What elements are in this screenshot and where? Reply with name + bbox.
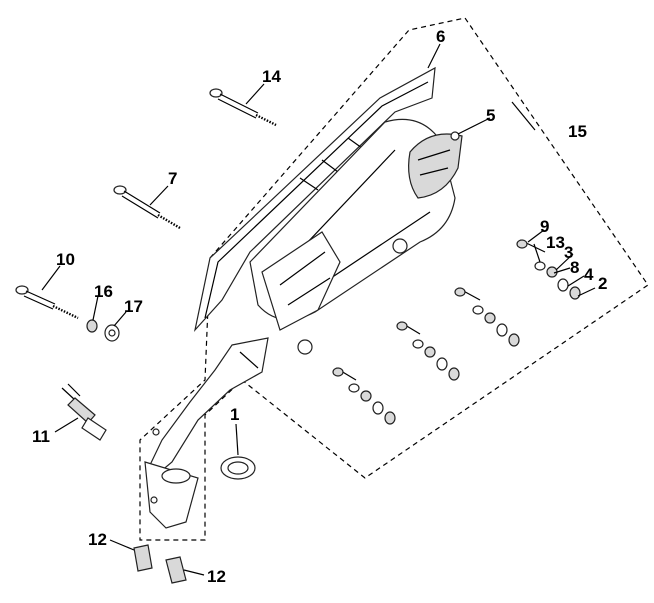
callout-17: 17: [124, 297, 143, 316]
side-guard: [261, 231, 341, 331]
fastener-set: [332, 239, 581, 425]
stud-12-upper: [133, 544, 153, 572]
callout-10: 10: [56, 250, 75, 269]
heat-shield: [193, 66, 436, 333]
callout-5: 5: [486, 106, 495, 125]
washer-17: [104, 324, 120, 342]
callout-3: 3: [564, 243, 573, 262]
callout-12-upper: 12: [88, 530, 107, 549]
callout-14: 14: [262, 67, 281, 86]
exhaust-pipe: [144, 337, 269, 529]
gasket: [220, 456, 256, 480]
stud-12-lower: [165, 556, 187, 584]
washer-16: [86, 319, 98, 333]
callout-8: 8: [570, 258, 579, 277]
callout-2: 2: [598, 274, 607, 293]
bolt-7: [113, 185, 181, 230]
callout-9: 9: [540, 217, 549, 236]
callout-12-lower: 12: [207, 567, 226, 586]
callout-1: 1: [230, 405, 239, 424]
callout-6: 6: [436, 27, 445, 46]
bolt-14: [209, 88, 277, 127]
muffler-end-bracket: [408, 131, 463, 199]
assembly-boundary-15: [139, 17, 649, 541]
callout-4: 4: [584, 265, 594, 284]
bolt-10: [15, 285, 79, 320]
callout-16: 16: [94, 282, 113, 301]
callout-15: 15: [568, 122, 587, 141]
oxygen-sensor: [61, 383, 107, 441]
callout-13: 13: [546, 233, 565, 252]
leader-lines: [41, 43, 596, 576]
callout-labels: 1 2 3 4 5 6 7 8 9 10 11 12 12 13 14 15 1…: [32, 27, 607, 586]
callout-11: 11: [32, 427, 50, 446]
callout-7: 7: [168, 169, 177, 188]
